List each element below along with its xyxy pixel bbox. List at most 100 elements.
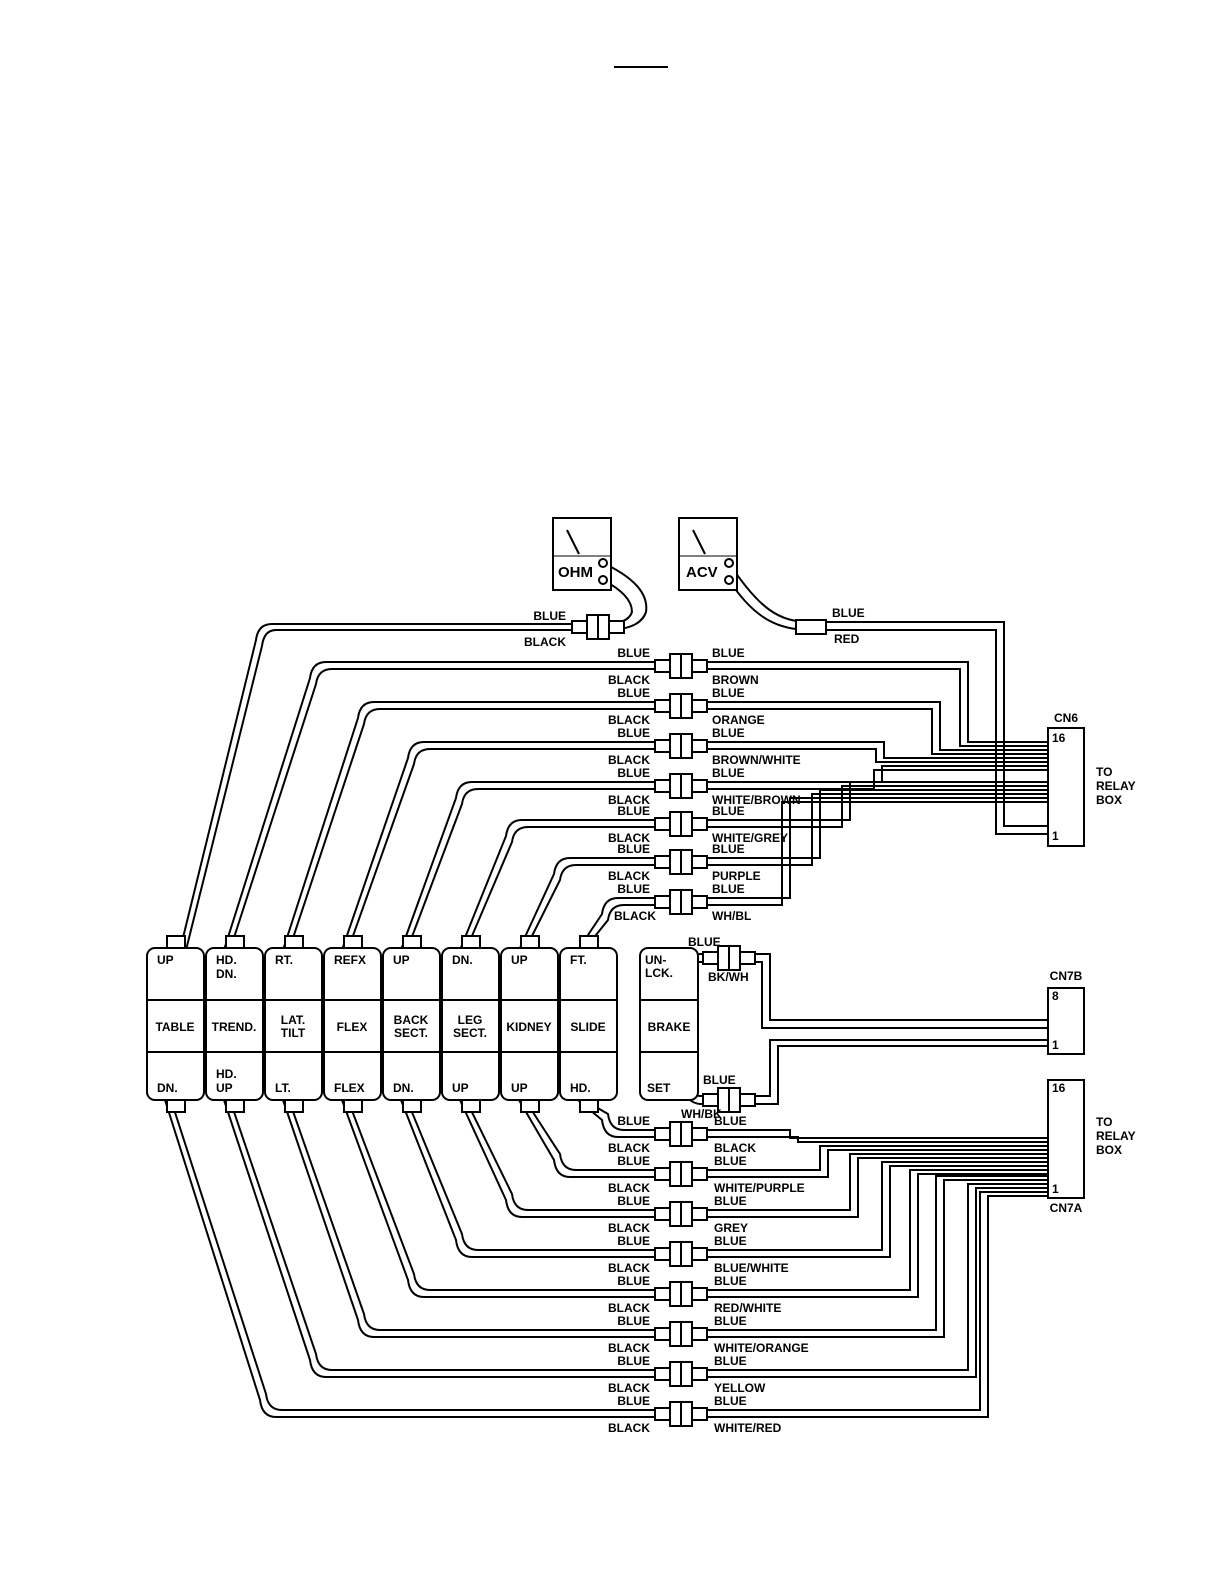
upper-row-1-left-blue-label: BLUE <box>617 646 650 660</box>
upper-row-3-left-black-label: BLACK <box>608 753 650 767</box>
upper-row-2-left-black-label: BLACK <box>608 713 650 727</box>
lower-row-5-left-black-label: BLACK <box>608 1301 650 1315</box>
lower-row-4-right-top-label: BLUE <box>714 1234 747 1248</box>
switch-leg-sect-name: LEG <box>458 1013 483 1027</box>
lower-row-7-right-bottom-label: YELLOW <box>714 1381 766 1395</box>
upper-row-5-left-black-label: BLACK <box>608 831 650 845</box>
lower-inline-connector-8 <box>654 1401 708 1427</box>
lower-row-3-left-b <box>459 1099 655 1218</box>
switch-leg-sect-bottom-label: UP <box>452 1081 469 1095</box>
lower-row-5-right-bottom-label: RED/WHITE <box>714 1301 781 1315</box>
lower-row-3-left-blue-label: BLUE <box>617 1194 650 1208</box>
upper-row-6-right-a <box>706 789 1048 859</box>
lower-row-2-left-black-label: BLACK <box>608 1181 650 1195</box>
ohm-inline-connector <box>571 614 625 640</box>
upper-row-5-right-top-label: BLUE <box>712 804 745 818</box>
acv-meter: ACV <box>678 517 738 591</box>
switch-flex-name: FLEX <box>337 1020 368 1034</box>
switch-flex-bottom-label: FLEX <box>334 1081 365 1095</box>
upper-row-5-left-b <box>465 826 655 951</box>
brake-upper-bkwh-label: BK/WH <box>708 970 749 984</box>
upper-row-6-left-b <box>524 864 655 951</box>
lower-inline-connector-7 <box>654 1361 708 1387</box>
switch-lat-tilt-name: LAT. <box>281 1013 305 1027</box>
switch-leg-sect-top-label: DN. <box>452 953 473 967</box>
upper-row-2-left-a <box>282 701 655 951</box>
connector-cn6-name: CN6 <box>1054 711 1078 725</box>
upper-inline-connector-6 <box>654 849 708 875</box>
connector-cn7b-name: CN7B <box>1050 969 1083 983</box>
upper-row-7-left-black-label: BLACK <box>614 909 656 923</box>
upper-inline-connector-2 <box>654 693 708 719</box>
wh-bl-right-top-label: BLUE <box>712 882 745 896</box>
switch-kidney-bottom-label: UP <box>511 1081 528 1095</box>
lower-row-8-left-black-label: BLACK <box>608 1421 650 1435</box>
upper-row-1-right-b <box>706 668 1048 747</box>
connector-cn7a-name: CN7A <box>1050 1201 1083 1215</box>
lower-row-5-left-blue-label: BLUE <box>617 1274 650 1288</box>
switch-brake-top-label: LCK. <box>645 966 673 980</box>
lower-row-4-left-blue-label: BLUE <box>617 1234 650 1248</box>
upper-row-4-left-black-label: BLACK <box>608 793 650 807</box>
upper-inline-connector-5 <box>654 811 708 837</box>
lower-row-5-right-top-label: BLUE <box>714 1274 747 1288</box>
upper-row-3-left-b <box>347 748 655 951</box>
upper-row-4-right-b <box>706 769 1048 790</box>
lower-row-4-left-b <box>400 1099 655 1258</box>
lower-row-2-left-b <box>518 1099 655 1178</box>
switch-kidney-top-label: UP <box>511 953 528 967</box>
upper-row-4-left-b <box>406 788 655 951</box>
switch-lat-tilt-bottom-label: LT. <box>275 1081 291 1095</box>
lower-row-8-left-a <box>170 1099 655 1411</box>
acv-lead-red-label: RED <box>834 632 860 646</box>
ohm-meter-label: OHM <box>558 564 593 581</box>
lower-row-1-left-a <box>583 1099 655 1131</box>
lower-row-7-left-black-label: BLACK <box>608 1381 650 1395</box>
upper-row-4-right-a <box>706 765 1048 783</box>
lower-inline-connector-1 <box>654 1121 708 1147</box>
connector-cn6-destination: RELAY <box>1096 779 1136 793</box>
lower-row-1-left-b <box>577 1099 655 1138</box>
connector-cn7a-destination: TO <box>1096 1115 1112 1129</box>
upper-row-2-left-blue-label: BLUE <box>617 686 650 700</box>
lower-inline-connector-2 <box>654 1161 708 1187</box>
upper-row-5-right-b <box>706 785 1048 828</box>
ohm-to-table-b <box>185 629 585 951</box>
ohm-lead-blue-label: BLUE <box>533 609 566 623</box>
switch-lat-tilt-top-label: RT. <box>275 953 293 967</box>
brake-lower-whbk-label: WH/BK <box>681 1107 722 1121</box>
labels: BLUEBLACKBLUEREDBLUEBLACKBLUEBROWNBLUEBL… <box>524 606 865 1435</box>
brake-lower-to-cn7b-a <box>755 1039 1048 1097</box>
acv-lead-blue-label: BLUE <box>832 606 865 620</box>
switch-back-sect-name: BACK <box>394 1013 429 1027</box>
switch-trend-name: TREND. <box>212 1020 257 1034</box>
lower-row-3-right-b <box>706 1157 1048 1218</box>
lower-row-3-right-bottom-label: GREY <box>714 1221 748 1235</box>
switch-table-top-label: UP <box>157 953 174 967</box>
brake-lower-inline-connector <box>702 1087 756 1113</box>
brake-upper-to-cn7b-b <box>755 961 1048 1029</box>
lower-row-6-left-black-label: BLACK <box>608 1341 650 1355</box>
upper-row-2-right-top-label: BLUE <box>712 686 745 700</box>
upper-row-1-right-bottom-label: BROWN <box>712 673 759 687</box>
lower-row-3-left-a <box>465 1099 655 1211</box>
connector-cn7a-pin-bottom: 1 <box>1052 1182 1059 1196</box>
upper-row-1-left-a <box>223 661 655 951</box>
lower-inline-connector-6 <box>654 1321 708 1347</box>
upper-row-4-right-bottom-label: WHITE/BROWN <box>712 793 801 807</box>
acv-meter-label: ACV <box>686 564 718 581</box>
lower-row-2-right-top-label: BLUE <box>714 1154 747 1168</box>
brake-upper-to-cn7b-a <box>755 953 1048 1021</box>
upper-row-4-left-blue-label: BLUE <box>617 766 650 780</box>
lower-row-7-right-top-label: BLUE <box>714 1354 747 1368</box>
switch-back-sect-bottom-label: DN. <box>393 1081 414 1095</box>
brake-lower-to-cn7b-b <box>755 1045 1048 1105</box>
lower-row-1-right-bottom-label: BLACK <box>714 1141 756 1155</box>
lower-row-3-right-top-label: BLUE <box>714 1194 747 1208</box>
